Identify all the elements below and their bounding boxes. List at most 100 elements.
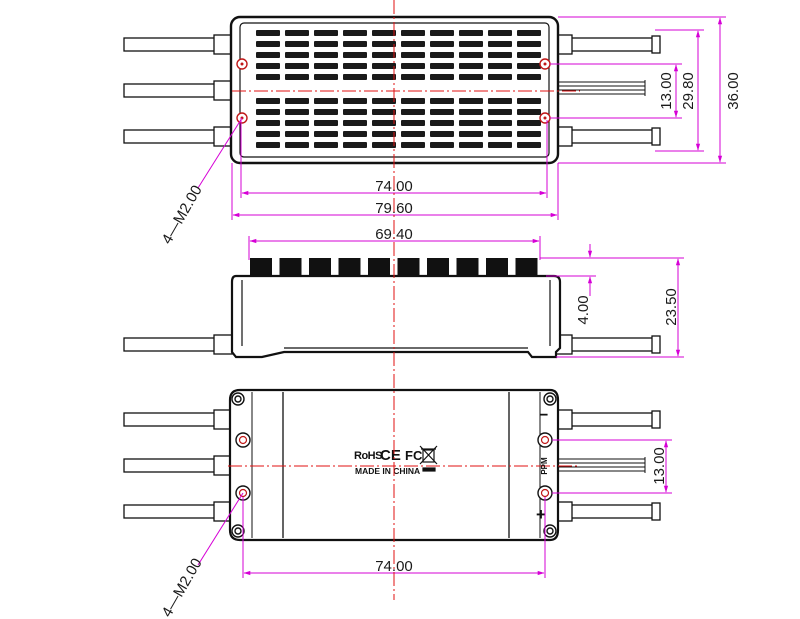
- bottom-hole-label: 4—M2.00: [158, 555, 205, 619]
- fin-segment: [285, 131, 309, 137]
- fin-segment: [314, 52, 338, 58]
- side-fin: [309, 258, 331, 276]
- fin-segment: [459, 120, 483, 126]
- bottom-hole: [235, 432, 251, 448]
- fin-segment: [372, 52, 396, 58]
- fin-segment: [401, 52, 425, 58]
- fin-segment: [314, 142, 338, 148]
- fin-segment: [256, 52, 280, 58]
- fin-segment: [372, 98, 396, 104]
- top-dim-height-mid-label: 29.80: [680, 72, 697, 110]
- fin-segment: [459, 30, 483, 36]
- fin-segment: [285, 74, 309, 80]
- fc-mark: FC: [405, 448, 423, 463]
- fin-segment: [517, 120, 541, 126]
- fin-segment: [459, 41, 483, 47]
- fin-segment: [285, 52, 309, 58]
- fin-segment: [372, 74, 396, 80]
- fin-segment: [285, 120, 309, 126]
- fin-segment: [372, 120, 396, 126]
- fin-segment: [343, 74, 367, 80]
- fin-segment: [401, 74, 425, 80]
- fin-segment: [517, 41, 541, 47]
- side-dim-fin-width-label: 69.40: [375, 226, 413, 243]
- fin-segment: [430, 30, 454, 36]
- fin-segment: [285, 109, 309, 115]
- fin-segment: [401, 63, 425, 69]
- side-fin: [279, 258, 302, 276]
- fin-segment: [517, 63, 541, 69]
- side-view: 69.40 4.00 23.50: [123, 226, 684, 359]
- top-dim-height-total-label: 36.00: [725, 72, 742, 110]
- fin-segment: [401, 142, 425, 148]
- fin-segment: [488, 120, 512, 126]
- top-view: 74.00 79.60 4—M2.00 13.00 29.80: [123, 15, 742, 247]
- fin-segment: [372, 109, 396, 115]
- fin-segment: [488, 109, 512, 115]
- side-dim-fin-width: [248, 236, 541, 260]
- fin-segment: [430, 142, 454, 148]
- fin-segment: [372, 131, 396, 137]
- fin-segment: [459, 131, 483, 137]
- fin-segment: [256, 74, 280, 80]
- fin-segment: [343, 131, 367, 137]
- fin-segment: [459, 98, 483, 104]
- fin-segment: [372, 63, 396, 69]
- bottom-dim-height-label: 13.00: [651, 447, 668, 485]
- side-fin: [427, 258, 449, 276]
- fin-segment: [488, 30, 512, 36]
- top-signal-ribbon: [556, 80, 646, 96]
- fin-segment: [459, 63, 483, 69]
- fin-segment: [517, 109, 541, 115]
- fin-segment: [343, 41, 367, 47]
- fin-segment: [517, 30, 541, 36]
- fin-segment: [430, 98, 454, 104]
- bottom-dim-height: [552, 439, 672, 494]
- fin-segment: [517, 52, 541, 58]
- fin-segment: [256, 142, 280, 148]
- fin-segment: [401, 131, 425, 137]
- side-fin: [338, 258, 361, 276]
- minus-sign: −: [539, 407, 548, 424]
- fin-segment: [314, 63, 338, 69]
- fin-segment: [401, 41, 425, 47]
- plus-sign: +: [536, 505, 546, 524]
- fin-segment: [343, 120, 367, 126]
- fin-segment: [430, 74, 454, 80]
- bottom-hole: [537, 432, 553, 448]
- fin-segment: [372, 41, 396, 47]
- fin-segment: [430, 41, 454, 47]
- bottom-left-wires: [123, 409, 233, 522]
- side-housing: [230, 274, 562, 359]
- rohs-mark: RoHS: [354, 450, 382, 462]
- fin-segment: [343, 98, 367, 104]
- bottom-view: RoHS CE FC MADE IN CHINA − + PPM 74.00 4…: [123, 388, 672, 619]
- top-dim-width-outer: [231, 163, 559, 220]
- bottom-hole-leader: [197, 492, 244, 566]
- side-dim-total-height: [540, 257, 684, 358]
- side-fins: [250, 258, 538, 276]
- fin-segment: [401, 109, 425, 115]
- side-fin: [397, 258, 420, 276]
- side-fin: [250, 258, 272, 276]
- fin-segment: [343, 30, 367, 36]
- made-in-label: MADE IN CHINA: [355, 466, 420, 476]
- fin-segment: [488, 131, 512, 137]
- fin-segment: [459, 109, 483, 115]
- fin-segment: [343, 109, 367, 115]
- fin-segment: [314, 120, 338, 126]
- fin-segment: [459, 74, 483, 80]
- fin-segment: [256, 41, 280, 47]
- fin-segment: [430, 131, 454, 137]
- fin-segment: [488, 98, 512, 104]
- fin-segment: [314, 74, 338, 80]
- fin-segment: [488, 74, 512, 80]
- fin-segment: [488, 41, 512, 47]
- fin-segment: [401, 98, 425, 104]
- fin-segment: [285, 142, 309, 148]
- top-dim-height-small-label: 13.00: [658, 72, 675, 110]
- fin-segment: [285, 98, 309, 104]
- fin-segment: [459, 142, 483, 148]
- fin-segment: [256, 98, 280, 104]
- side-fin: [456, 258, 479, 276]
